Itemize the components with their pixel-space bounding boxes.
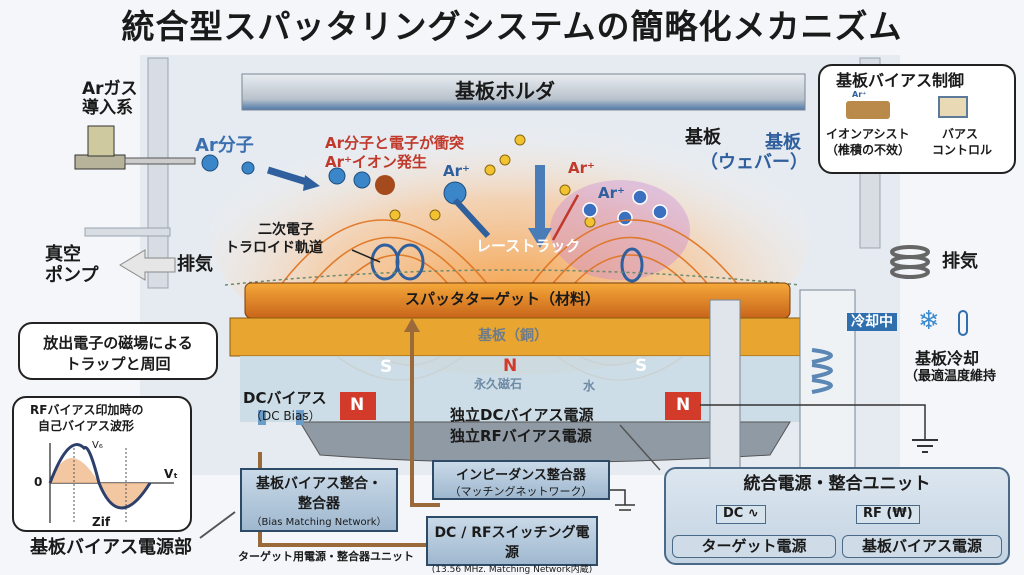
collision-label: Ar分子と電子が衝突: [325, 134, 465, 152]
ar-ion-label-blue: Ar⁺: [598, 184, 625, 202]
waveform-vt: Vₜ: [164, 467, 178, 481]
wafer-label: 基板: [765, 132, 801, 153]
bias-matching-en: （Bias Matching Network）: [251, 517, 387, 528]
impedance-line2: （マッチングネットワーク）: [449, 485, 593, 498]
rf-mode-button[interactable]: RF (₩): [856, 505, 920, 524]
magnet-n-center: N: [503, 356, 518, 376]
magnet-s-right: S: [635, 356, 648, 376]
trap-callout-line1: 放出電子の磁場による: [43, 334, 193, 352]
bias-matching-box: 基板バイアス整合・ 整合器 （Bias Matching Network）: [240, 468, 398, 532]
waveform-vg: V₆: [92, 440, 103, 451]
bias-matching-line2: 整合器: [298, 496, 340, 512]
dc-mode-button[interactable]: DC ∿: [716, 505, 766, 524]
secondary-electron-label: 二次電子: [258, 222, 314, 238]
switching-line1: DC / RFスイッチング電源: [434, 525, 590, 561]
thermometer-icon: [958, 310, 968, 336]
water-label: 水: [583, 379, 596, 393]
permanent-magnet-label: 永久磁石: [474, 377, 523, 391]
electron-trap-callout: 放出電子の磁場による トラップと周回: [18, 322, 218, 380]
bias-power-button[interactable]: 基板バイアス電源: [842, 535, 1002, 559]
copper-base-label: 基板（銅）: [478, 328, 548, 344]
dc-bias-en-label: （DC Bias）: [250, 409, 321, 423]
snowflake-icon: ❄: [918, 306, 940, 336]
switching-power-box: DC / RFスイッチング電源 (13.56 MHz. Matching Net…: [426, 516, 598, 575]
monitor-icon: [938, 96, 968, 118]
waveform-plot: [48, 443, 174, 523]
bias-control-label: バアス: [942, 127, 979, 141]
bias-matching-line1: 基板バイアス整合・: [256, 476, 382, 492]
ion-icon-label: Ar⁺: [852, 90, 867, 99]
secondary-electron-label-2: トラロイド軌道: [225, 240, 323, 256]
waveform-title-2: 自己バイアス波形: [38, 419, 135, 433]
vacuum-pump-label: 真空: [45, 244, 81, 265]
target-label: スパッタターゲット（材料）: [405, 290, 601, 308]
ar-gas-label-2: 導入系: [82, 98, 133, 118]
ion-assist-label-2: （椎積の不效）: [826, 143, 911, 157]
substrate-holder: [241, 73, 806, 111]
ar-gas-label: Arガス: [82, 79, 138, 99]
waveform-zero: 0: [34, 475, 43, 489]
exhaust-right-label: 排気: [942, 251, 978, 272]
trap-callout-line2: トラップと周回: [65, 355, 171, 373]
substrate-cooling-label: 基板冷却: [915, 349, 980, 368]
impedance-line1: インピーダンス整合器: [456, 468, 586, 483]
integrated-unit-panel: 統合電源・整合ユニット DC ∿ RF (₩) ターゲット電源 基板バイアス電源: [664, 467, 1010, 565]
racetrack-label: レーストラック: [476, 237, 581, 255]
substrate-cooling-sub: （最適温度維持: [905, 369, 997, 384]
bias-control-label-2: コントロル: [932, 143, 993, 157]
page-title: 統合型スパッタリングシステムの簡略化メカニズム: [121, 7, 903, 46]
switching-line2: (13.56 MHz. Matching Network内蔵): [431, 565, 593, 575]
substrate-holder-label: 基板ホルダ: [455, 79, 555, 103]
independent-rf-label: 独立RFバイアス電源: [450, 427, 592, 445]
ar-molecule-label: Ar分子: [195, 135, 254, 156]
target-unit-label: ターゲット用電源・整合器ユニット: [238, 550, 414, 563]
integrated-unit-title: 統合電源・整合ユニット: [743, 474, 931, 494]
bias-control-title: 基板バイアス制御: [836, 71, 965, 90]
target-power-button[interactable]: ターゲット電源: [672, 535, 836, 559]
ion-assist-label: イオンアシスト: [826, 127, 910, 141]
ion-assist-icon: [846, 101, 890, 119]
magnet-n-left: N: [350, 395, 365, 415]
cooling-badge: 冷却中: [847, 313, 897, 332]
substrate-label: 基板: [685, 127, 721, 148]
magnet-n-right: N: [676, 395, 691, 415]
vacuum-pump-label-2: ポンプ: [45, 265, 99, 286]
wafer-label-2: （ウェバー）: [700, 152, 808, 173]
bias-control-callout: 基板バイアス制御 Ar⁺ イオンアシスト （椎積の不效） バアス コントロル: [818, 64, 1016, 174]
bias-supply-section-label: 基板バイアス電源部: [30, 537, 192, 558]
impedance-matching-box: インピーダンス整合器 （マッチングネットワーク）: [432, 460, 610, 500]
waveform-callout: RFバイアス印加時の 自己バイアス波形 V₆ Vₜ 0 Zif: [12, 396, 192, 532]
magnet-s-left: S: [380, 357, 393, 377]
collision-label-2: Ar⁺イオン発生: [325, 153, 427, 171]
ar-ion-label-red: Ar⁺: [568, 159, 595, 177]
exhaust-left-label: 排気: [177, 254, 213, 275]
independent-dc-label: 独立DCバイアス電源: [450, 406, 594, 424]
ar-ion-label: Ar⁺: [443, 162, 470, 180]
waveform-zif: Zif: [92, 515, 111, 529]
dc-bias-label: DCバイアス: [243, 389, 327, 407]
waveform-title: RFバイアス印加時の: [30, 403, 144, 417]
